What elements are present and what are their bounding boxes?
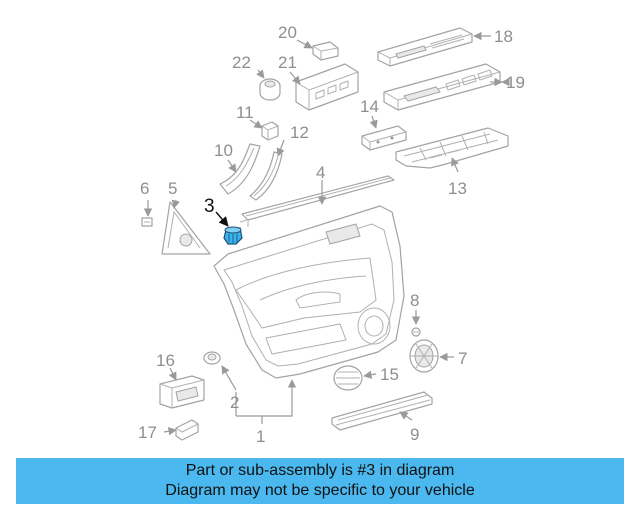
door-panel — [213, 205, 405, 379]
parts-diagram: 20 18 22 21 19 11 14 12 10 4 6 5 13 3 8 … — [138, 23, 525, 446]
part-15-grille — [333, 365, 363, 391]
callout-11: 11 — [236, 103, 254, 122]
part-8-screw — [411, 327, 421, 337]
callout-3: 3 — [204, 196, 215, 217]
part-17-clip — [175, 419, 199, 441]
callout-19: 19 — [506, 73, 525, 92]
info-banner: Part or sub-assembly is #3 in diagram Di… — [16, 458, 624, 504]
part-6-screw — [141, 217, 153, 227]
part-3-highlighted-clip — [223, 226, 243, 245]
callout-4: 4 — [316, 163, 325, 182]
banner-line-1: Part or sub-assembly is #3 in diagram — [185, 462, 455, 479]
part-20-clip — [312, 41, 339, 61]
callout-15: 15 — [380, 365, 399, 384]
part-13-armrest-frame — [395, 127, 509, 169]
leader-lines — [143, 31, 510, 436]
part-5-corner-trim — [161, 201, 211, 255]
part-18-switch-panel — [377, 27, 473, 67]
callout-21: 21 — [278, 53, 297, 72]
part-9-lower-strip — [331, 391, 433, 431]
part-19-switch-trim — [383, 63, 501, 111]
callout-12: 12 — [290, 123, 309, 142]
part-10-trim — [219, 143, 261, 195]
callout-13: 13 — [448, 179, 467, 198]
callout-18: 18 — [494, 27, 513, 46]
part-14-bracket — [361, 125, 407, 151]
part-11-clip — [261, 121, 279, 141]
callout-8: 8 — [410, 291, 419, 310]
callout-14: 14 — [360, 97, 379, 116]
callout-10: 10 — [214, 141, 233, 160]
banner-line-2: Diagram may not be specific to your vehi… — [165, 482, 475, 499]
callout-17: 17 — [138, 423, 157, 442]
callout-1: 1 — [256, 427, 265, 446]
part-22-knob — [259, 78, 281, 101]
callout-9: 9 — [410, 425, 419, 444]
callout-labels: 20 18 22 21 19 11 14 12 10 4 6 5 13 3 8 … — [138, 23, 525, 446]
callout-22: 22 — [232, 53, 251, 72]
part-7-speaker — [409, 339, 439, 373]
part-16-handle — [159, 375, 205, 409]
callout-2: 2 — [230, 393, 239, 412]
callout-20: 20 — [278, 23, 297, 42]
callout-6: 6 — [140, 179, 149, 198]
callout-5: 5 — [168, 179, 177, 198]
callout-7: 7 — [458, 349, 467, 368]
part-2-cap — [203, 351, 221, 365]
part-21-switch-bracket — [295, 63, 359, 111]
callout-16: 16 — [156, 351, 175, 370]
